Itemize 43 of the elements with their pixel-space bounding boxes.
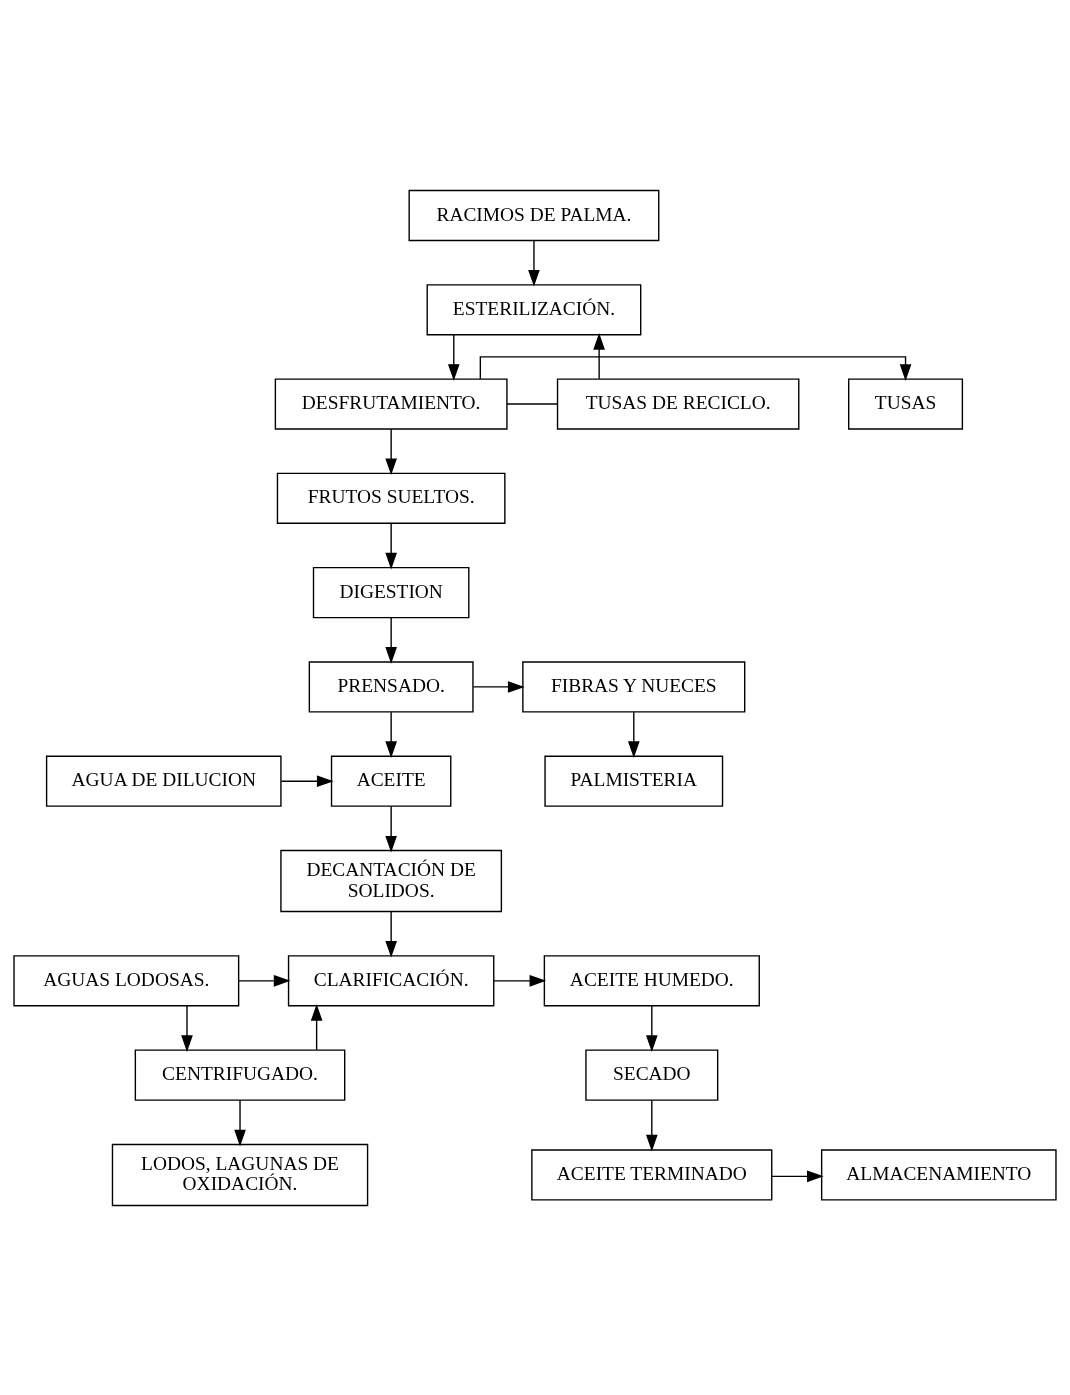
arrow	[234, 1099, 246, 1147]
node-box: AGUA DE DILUCION	[45, 755, 282, 807]
node-box: SECADO	[585, 1048, 719, 1101]
node-box: TUSAS	[848, 377, 964, 430]
node-box: FRUTOS SUELTOS.	[276, 472, 506, 524]
node-box: DIGESTION	[312, 566, 470, 618]
node-box: RACIMOS DE PALMA.	[408, 189, 660, 241]
node-box: ACEITE	[330, 755, 452, 807]
arrow	[479, 355, 912, 381]
node-box: PRENSADO.	[308, 660, 474, 713]
node-box: AGUAS LODOSAS.	[13, 954, 240, 1006]
node-box: TUSAS DE RECICLO.	[556, 377, 800, 430]
arrow	[447, 333, 460, 381]
arrow	[646, 1099, 658, 1152]
arrow	[472, 680, 525, 693]
arrow	[627, 710, 640, 758]
node-box: DECANTACIÓN DE SOLIDOS.	[280, 849, 503, 912]
arrow	[385, 428, 397, 475]
node-box: LODOS, LAGUNAS DE OXIDACIÓN.	[111, 1143, 369, 1206]
arrow	[237, 974, 291, 987]
arrow	[493, 974, 547, 987]
arrow	[181, 1004, 193, 1052]
node-box: ALMACENAMIENTO	[820, 1148, 1057, 1201]
arrow	[385, 616, 397, 664]
node-box: ESTERILIZACIÓN.	[426, 283, 642, 335]
node-box: CLARIFICACIÓN.	[287, 954, 495, 1006]
node-box: ACEITE HUMEDO.	[543, 954, 760, 1006]
connector	[506, 402, 558, 405]
node-box: FIBRAS Y NUECES	[522, 660, 746, 713]
node-box: CENTRIFUGADO.	[134, 1048, 346, 1101]
arrow	[593, 332, 605, 379]
node-box: ACEITE TERMINADO	[531, 1148, 773, 1201]
arrow	[280, 774, 334, 787]
node-box: PALMISTERIA	[544, 755, 724, 807]
arrow	[771, 1170, 824, 1182]
arrow	[385, 805, 397, 853]
arrow	[385, 910, 397, 958]
arrow	[385, 710, 397, 758]
arrow	[646, 1004, 658, 1052]
arrow	[528, 239, 540, 287]
arrow	[385, 522, 397, 569]
node-box: DESFRUTAMIENTO.	[274, 377, 508, 430]
arrow	[310, 1003, 323, 1051]
